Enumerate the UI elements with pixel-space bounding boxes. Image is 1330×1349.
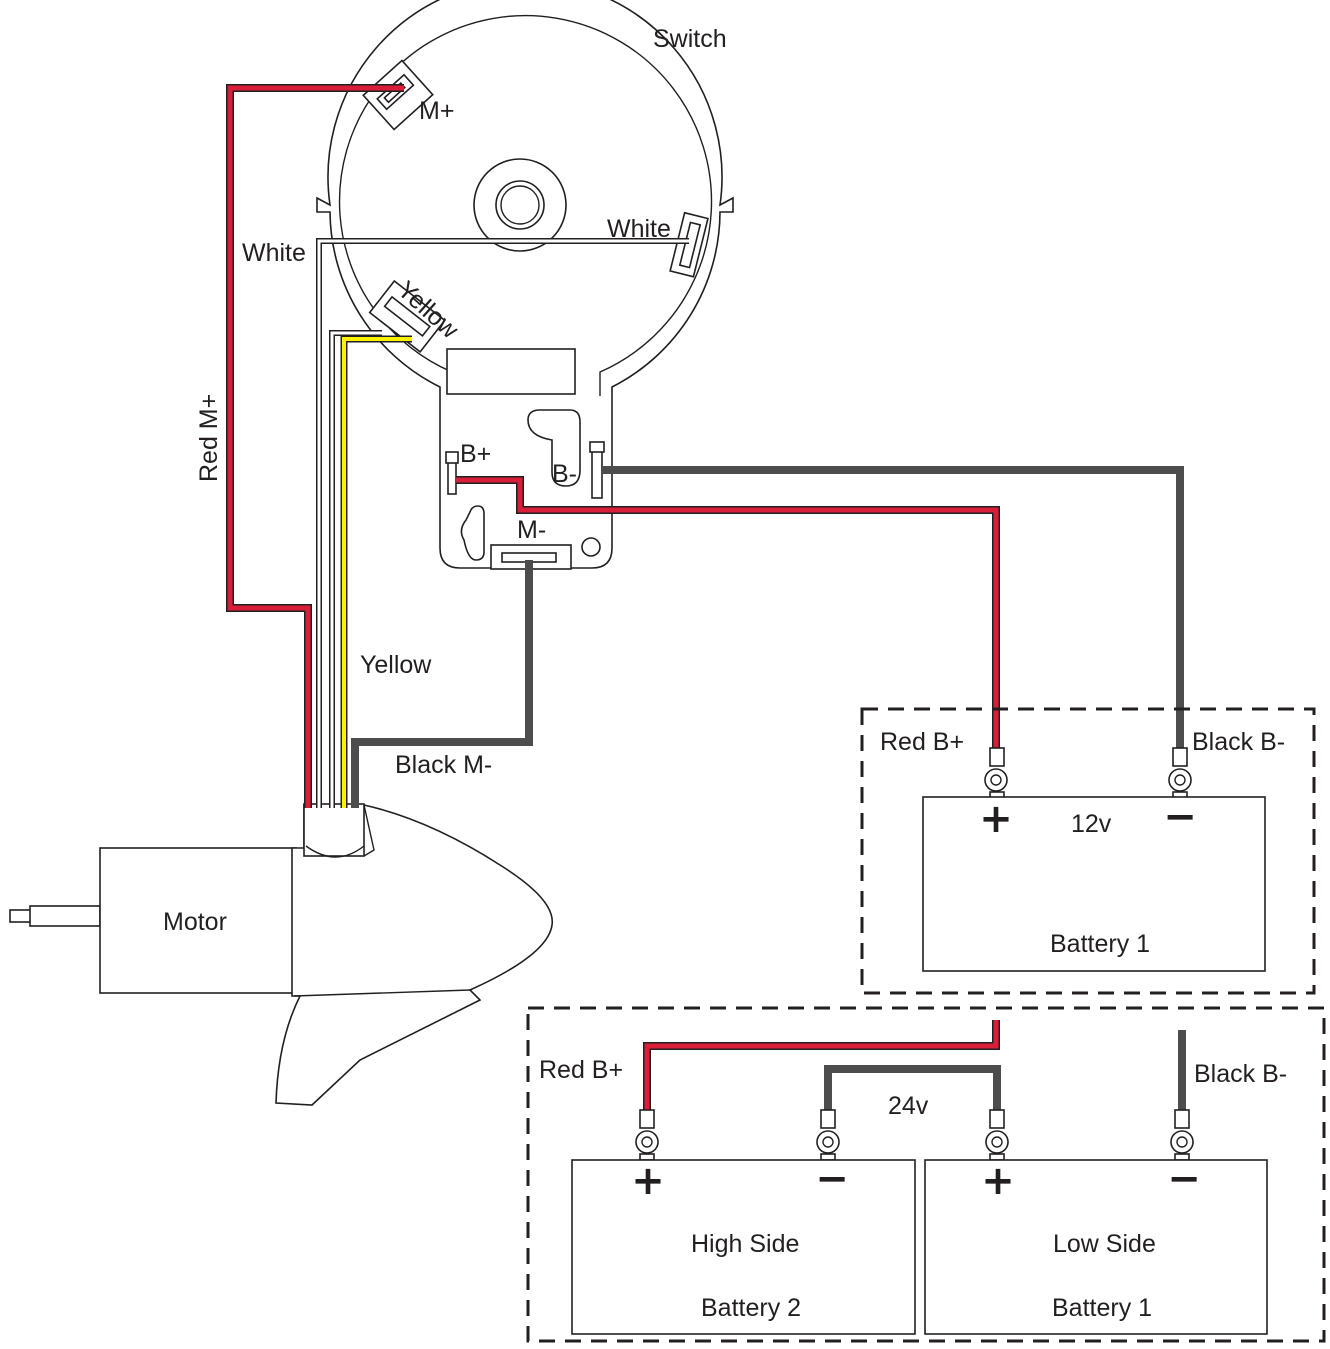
minus-sign-high: − — [815, 1156, 849, 1202]
m-plus-label: M+ — [419, 97, 454, 125]
yellow-wire-label: Yellow — [360, 651, 432, 679]
red-b-plus-24v-label: Red B+ — [539, 1056, 623, 1084]
black-m-minus-label: Black M- — [395, 751, 492, 779]
motor-label: Motor — [163, 908, 227, 936]
white-left-label: White — [242, 239, 306, 267]
b-plus-label: B+ — [460, 440, 491, 468]
switch-label: Switch — [653, 25, 727, 53]
voltage-24v-label: 24v — [888, 1092, 929, 1120]
low-side-label: Low Side — [1053, 1230, 1156, 1258]
white-switch-label: White — [607, 215, 671, 243]
battery-1-12v-label: Battery 1 — [1050, 930, 1150, 958]
plus-sign-12v: + — [979, 796, 1013, 842]
black-b-minus-12v-label: Black B- — [1192, 728, 1285, 756]
switch-housing — [316, 0, 734, 570]
plus-sign-low: + — [981, 1158, 1015, 1204]
config-12v-box — [860, 707, 1316, 995]
m-minus-label: M- — [517, 516, 546, 544]
high-side-label: High Side — [691, 1230, 799, 1258]
red-b-plus-12v-label: Red B+ — [880, 728, 964, 756]
battery-terminals — [635, 747, 1194, 1161]
plus-sign-high: + — [631, 1158, 665, 1204]
minus-sign-low: − — [1167, 1156, 1201, 1202]
b-minus-label: B- — [552, 460, 577, 488]
battery-2-label: Battery 2 — [701, 1294, 801, 1322]
battery-1-24v-label: Battery 1 — [1052, 1294, 1152, 1322]
minus-sign-12v: − — [1163, 794, 1197, 840]
motor-assembly — [9, 803, 553, 1106]
battery-12v — [922, 796, 1266, 972]
wires — [226, 84, 1186, 1114]
battery-low-side — [924, 1159, 1268, 1335]
battery-high-side — [571, 1159, 916, 1335]
config-24v-box — [526, 1006, 1326, 1343]
black-b-minus-24v-label: Black B- — [1194, 1060, 1287, 1088]
red-m-plus-label: Red M+ — [195, 394, 223, 482]
voltage-12v-label: 12v — [1071, 810, 1112, 838]
